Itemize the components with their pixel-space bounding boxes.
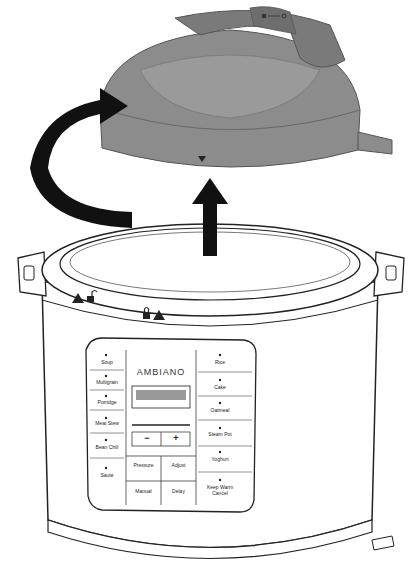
handle-slot	[24, 266, 34, 280]
button-label: Keep Warm Cancel	[200, 484, 240, 496]
button-label: Cake	[200, 384, 240, 390]
button-label: Pressure	[127, 462, 160, 468]
button-label: Manual	[127, 488, 160, 494]
button-label: −	[137, 434, 157, 443]
button-label: Meat Stew	[89, 420, 125, 426]
button-label: Porridge	[89, 399, 125, 405]
lid-marker	[198, 156, 206, 162]
button-label: Rice	[200, 359, 240, 365]
valve-symbol	[268, 16, 280, 17]
body-seam	[42, 300, 378, 326]
left-handle	[18, 252, 46, 296]
button-rules	[90, 370, 252, 472]
panel-divider	[161, 456, 162, 505]
button-label: Bean Chili	[89, 444, 125, 450]
button-label: Steam Pot	[200, 431, 240, 437]
release-valve	[250, 7, 296, 34]
indicator-dots	[105, 354, 221, 481]
valve-symbol	[282, 14, 286, 18]
valve-symbol	[262, 14, 266, 18]
panel-divider	[126, 350, 127, 505]
panel-divider	[196, 350, 197, 505]
button-label: Yoghurt	[200, 456, 240, 462]
lock-symbol	[143, 313, 150, 319]
button-label: Oatmeal	[200, 407, 240, 413]
button-label: Multigrain	[89, 379, 125, 385]
unlock-symbol	[87, 296, 94, 302]
lid-top	[140, 55, 320, 118]
unlock-marker	[72, 293, 84, 303]
pot-base	[48, 520, 372, 559]
lift-arrow	[192, 178, 228, 256]
rotate-arrow	[30, 88, 132, 228]
lock-marker	[153, 310, 165, 320]
button-label: +	[166, 434, 186, 443]
brand-logo: AMBIANO	[130, 367, 192, 377]
unlock-shackle	[92, 291, 97, 297]
button-label: Delay	[162, 488, 195, 494]
adjust-buttons	[132, 432, 190, 446]
control-panel	[86, 338, 256, 512]
pot-foot	[372, 536, 394, 550]
handle-slot	[386, 266, 396, 280]
display-bar	[132, 424, 190, 426]
display-window	[132, 386, 190, 408]
button-label: Soup	[89, 359, 125, 365]
right-handle	[374, 252, 404, 296]
panel-divider	[161, 432, 162, 446]
display-digits	[136, 390, 186, 400]
lock-shackle	[145, 308, 149, 314]
panel-divider	[126, 481, 196, 482]
button-label: Sauté	[89, 472, 125, 478]
button-label: Adjust	[162, 462, 195, 468]
pot-body	[42, 282, 378, 548]
lid-tab	[358, 132, 392, 154]
